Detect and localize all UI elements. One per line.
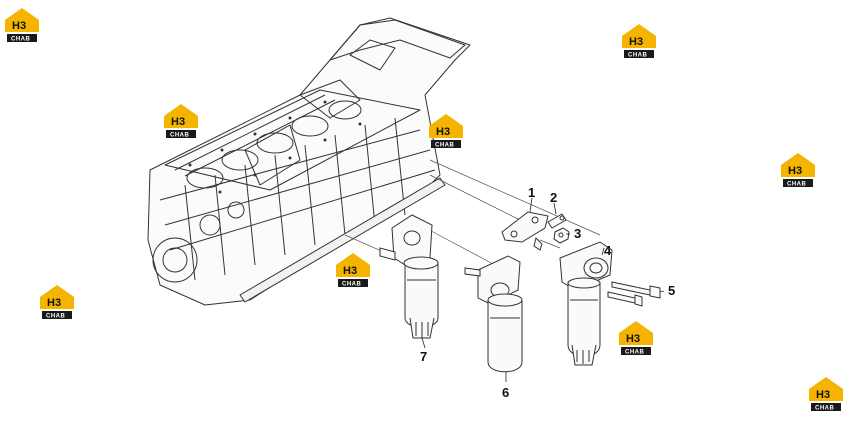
house-logo-icon: H3 CHAB — [429, 114, 463, 149]
house-logo-icon: H3 CHAB — [5, 8, 39, 43]
svg-text:CHAB: CHAB — [435, 143, 454, 149]
part-bracket — [501, 211, 549, 251]
part-filter-cartridge — [464, 255, 523, 373]
svg-text:CHAB: CHAB — [11, 37, 30, 43]
leader-lines — [421, 197, 665, 382]
part-nut — [553, 227, 570, 244]
part-filter-separator — [379, 214, 439, 339]
house-logo-icon: H3 CHAB — [809, 377, 843, 412]
svg-text:H3: H3 — [626, 333, 640, 345]
callout-1: 1 — [528, 185, 535, 200]
part-bolts — [607, 281, 661, 307]
svg-text:CHAB: CHAB — [815, 406, 834, 412]
svg-text:CHAB: CHAB — [342, 282, 361, 288]
svg-text:H3: H3 — [816, 389, 830, 401]
engine-block — [147, 17, 471, 306]
svg-text:H3: H3 — [788, 165, 802, 177]
svg-text:CHAB: CHAB — [170, 133, 189, 139]
svg-text:H3: H3 — [171, 116, 185, 128]
guide-lines — [344, 159, 601, 269]
house-logo-icon: H3 CHAB — [164, 104, 198, 139]
part-clip — [547, 213, 567, 229]
callout-7: 7 — [420, 349, 427, 364]
svg-text:CHAB: CHAB — [625, 350, 644, 356]
svg-text:H3: H3 — [436, 126, 450, 138]
svg-text:CHAB: CHAB — [787, 182, 806, 188]
callout-4: 4 — [604, 243, 612, 258]
svg-text:H3: H3 — [629, 36, 643, 48]
house-logo-icon: H3 CHAB — [781, 153, 815, 188]
house-logo-icon: H3 CHAB — [619, 321, 653, 356]
callout-6: 6 — [502, 385, 509, 400]
part-filter-assembly-right — [559, 241, 613, 366]
callout-3: 3 — [574, 226, 581, 241]
callout-5: 5 — [668, 283, 675, 298]
house-logo-icon: H3 CHAB — [622, 24, 656, 59]
svg-text:H3: H3 — [47, 297, 61, 309]
house-logo-icon: H3 CHAB — [336, 253, 370, 288]
svg-text:CHAB: CHAB — [46, 314, 65, 320]
svg-text:H3: H3 — [12, 20, 26, 32]
svg-text:H3: H3 — [343, 265, 357, 277]
callout-2: 2 — [550, 190, 557, 205]
watermark-logos: H3 CHAB H3 CHAB H3 CHAB H3 CHAB H3 CHAB … — [5, 8, 843, 412]
svg-text:CHAB: CHAB — [628, 53, 647, 59]
house-logo-icon: H3 CHAB — [40, 285, 74, 320]
